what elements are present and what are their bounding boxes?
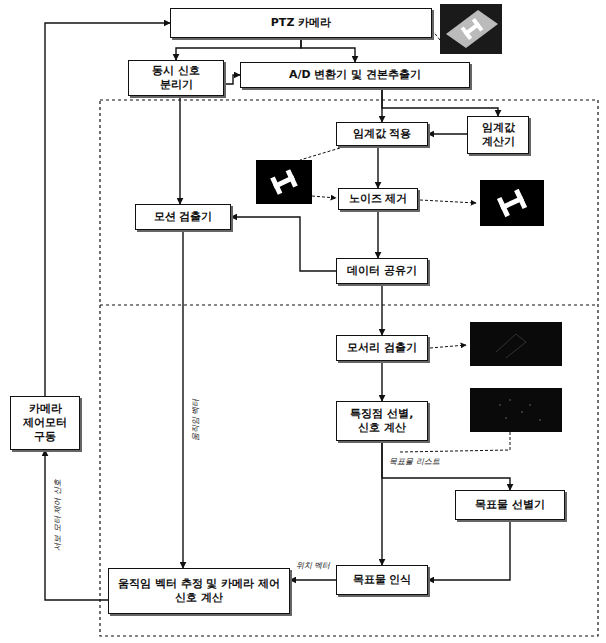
box-label: 모서리 검출기 bbox=[347, 341, 417, 355]
image-link bbox=[300, 148, 340, 160]
flow-arrow bbox=[301, 38, 355, 62]
region-boundary bbox=[100, 100, 598, 636]
box-label: 임계값 적용 bbox=[353, 127, 412, 141]
vector-estimation-box: 움직임 벡터 추정 및 카메라 제어 신호 계산 bbox=[108, 568, 290, 614]
box-label: 임계값 계산기 bbox=[473, 121, 523, 149]
box-label: 데이터 공유기 bbox=[347, 264, 417, 278]
motor-drive-box: 카메라 제어모터 구동 bbox=[10, 396, 80, 450]
motion-detector-box: 모션 검출기 bbox=[135, 204, 231, 230]
data-sharer-box: 데이터 공유기 bbox=[336, 258, 428, 284]
edge-label: 서보 모터 제어 신호 bbox=[54, 478, 63, 552]
noise-filter-box: 노이즈 제거 bbox=[338, 188, 418, 210]
flow-arrow bbox=[428, 133, 467, 134]
flow-arrow bbox=[377, 146, 378, 188]
flow-arrow bbox=[377, 210, 378, 258]
box-label: 목표물 선별기 bbox=[475, 498, 545, 512]
flow-arrow bbox=[182, 230, 183, 568]
image-link bbox=[420, 200, 476, 203]
flow-arrow bbox=[290, 579, 336, 580]
adc-sampler-box: A/D 변환기 및 견본추출기 bbox=[240, 62, 470, 88]
feature-image bbox=[470, 388, 562, 432]
image-link bbox=[312, 196, 336, 198]
edge-label: 움직임 벡터 bbox=[192, 398, 201, 443]
flow-arrow bbox=[224, 75, 240, 84]
box-label: PTZ 카메라 bbox=[271, 16, 331, 30]
flow-arrow bbox=[231, 217, 336, 271]
flow-arrow bbox=[179, 96, 180, 204]
sync-separator-box: 동시 신호 분리기 bbox=[128, 60, 224, 96]
box-label: 특징점 선별, 신호 계산 bbox=[342, 407, 422, 435]
box-label: 목표물 인식 bbox=[353, 573, 412, 587]
box-label: 동시 신호 분리기 bbox=[143, 64, 209, 92]
edge-label: 목표물 리스트 bbox=[388, 458, 441, 467]
box-label: 노이즈 제거 bbox=[349, 192, 408, 206]
target-select-box: 목표물 선별기 bbox=[455, 490, 565, 520]
denoised-image bbox=[480, 180, 544, 226]
threshold-apply-box: 임계값 적용 bbox=[336, 122, 428, 146]
feature-select-box: 특징점 선별, 신호 계산 bbox=[336, 401, 428, 441]
edge-label: 위치 벡터 bbox=[295, 562, 332, 571]
box-label: 모션 검출기 bbox=[154, 210, 213, 224]
box-label: 카메라 제어모터 구동 bbox=[16, 402, 74, 443]
flow-arrow bbox=[176, 38, 301, 60]
flow-arrow bbox=[381, 361, 382, 401]
flow-arrow bbox=[381, 441, 382, 565]
flow-arrow bbox=[382, 441, 510, 490]
image-link bbox=[432, 30, 440, 40]
corner-detector-box: 모서리 검출기 bbox=[336, 335, 428, 361]
flow-arrow bbox=[428, 520, 510, 580]
flow-arrow bbox=[382, 88, 498, 116]
box-label: A/D 변환기 및 견본추출기 bbox=[289, 68, 421, 82]
flow-arrow bbox=[45, 450, 108, 600]
region-divider bbox=[100, 304, 598, 305]
threshold-calc-box: 임계값 계산기 bbox=[467, 116, 529, 154]
flow-arrow bbox=[381, 284, 382, 335]
camera-box: PTZ 카메라 bbox=[170, 8, 432, 38]
helipad-photo bbox=[440, 4, 502, 54]
image-link bbox=[430, 345, 466, 348]
edge-image bbox=[470, 322, 562, 366]
box-label: 움직임 벡터 추정 및 카메라 제어 신호 계산 bbox=[114, 577, 284, 605]
threshold-image bbox=[256, 160, 312, 204]
target-recognition-box: 목표물 인식 bbox=[336, 565, 428, 595]
